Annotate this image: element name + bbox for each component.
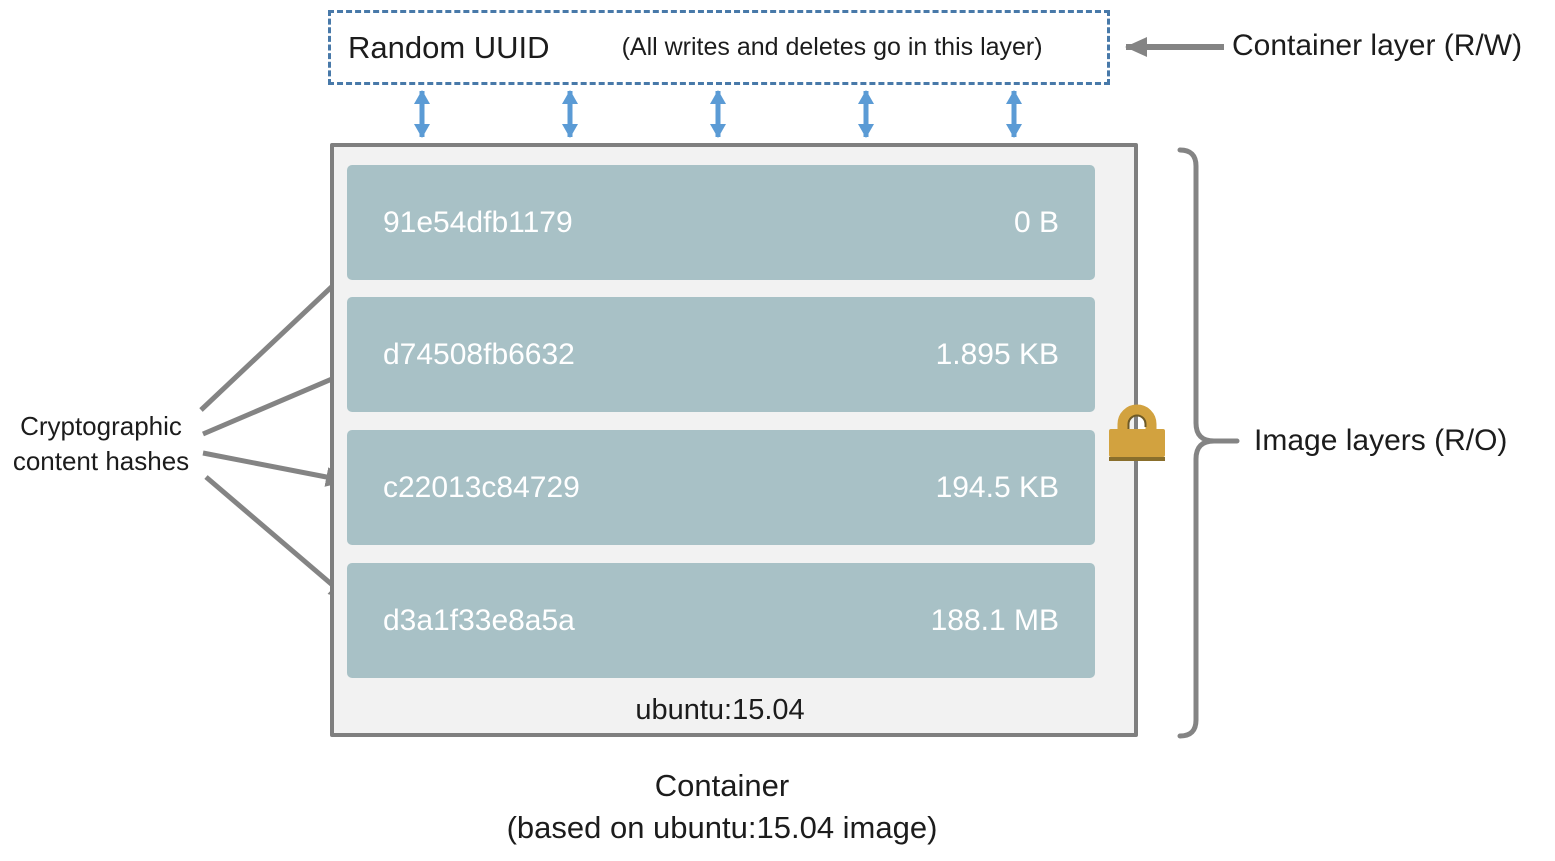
image-layer-row: c22013c84729 194.5 KB [347, 430, 1095, 545]
layer-hash: c22013c84729 [383, 470, 580, 504]
image-layers-label: Image layers (R/O) [1254, 424, 1508, 457]
diagram-caption: Container (based on ubuntu:15.04 image) [330, 765, 1114, 849]
container-layer-title: Random UUID [348, 29, 550, 65]
blue-connector-arrows-icon [414, 90, 1022, 138]
layer-size: 0 B [1013, 205, 1059, 239]
crypto-hash-note-line2: content hashes [12, 446, 190, 476]
layer-size: 194.5 KB [935, 470, 1059, 504]
layer-hash: 91e54dfb1179 [383, 205, 573, 239]
container-layer-label: Container layer (R/W) [1232, 29, 1523, 62]
layer-hash: d3a1f33e8a5a [383, 603, 575, 637]
image-layer-row: d3a1f33e8a5a 188.1 MB [347, 563, 1095, 678]
base-image-label: ubuntu:15.04 [635, 694, 805, 726]
image-layers-brace-icon [1177, 147, 1240, 739]
layer-size: 1.895 KB [935, 337, 1059, 371]
container-layer-note: (All writes and deletes go in this layer… [621, 33, 1043, 61]
crypto-hash-note: Cryptographic content hashes [5, 409, 197, 479]
layer-size: 188.1 MB [930, 603, 1059, 637]
lock-icon [1109, 404, 1165, 461]
crypto-hash-note-line1: Cryptographic [20, 411, 182, 441]
container-layer-box: Random UUID (All writes and deletes go i… [328, 10, 1110, 85]
image-layer-row: 91e54dfb1179 0 B [347, 165, 1095, 280]
caption-subtitle: (based on ubuntu:15.04 image) [506, 810, 938, 845]
image-layer-row: d74508fb6632 1.895 KB [347, 297, 1095, 412]
layer-hash: d74508fb6632 [383, 337, 575, 371]
caption-title: Container [654, 768, 790, 803]
